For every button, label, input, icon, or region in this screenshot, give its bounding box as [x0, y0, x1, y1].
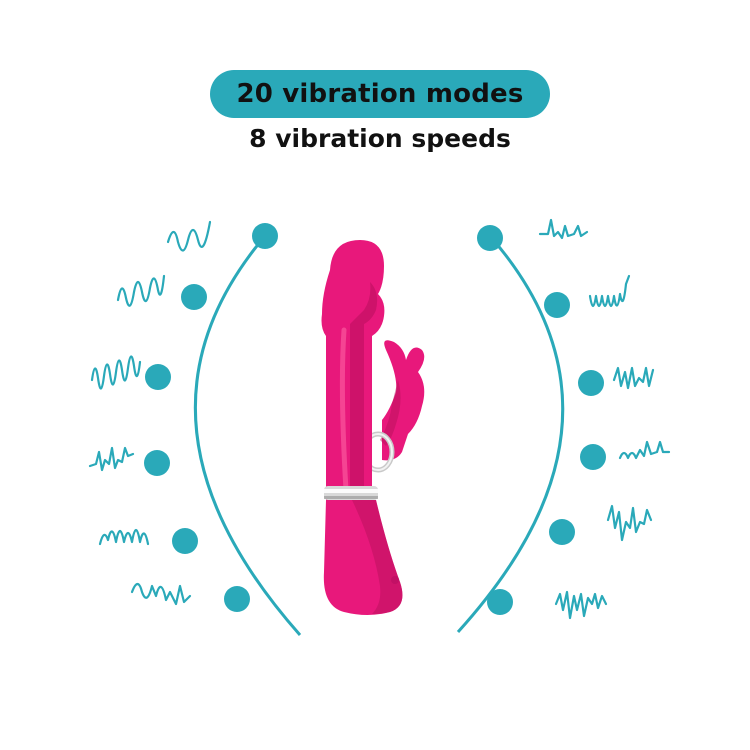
circle-node-icon [224, 586, 250, 612]
right-arc [456, 235, 565, 634]
waveform-icon [88, 446, 135, 472]
circle-node-icon [144, 450, 170, 476]
waveform-icon [116, 274, 166, 307]
circle-node-icon [580, 444, 606, 470]
circle-node-icon [549, 519, 575, 545]
waveform-icon [538, 218, 589, 240]
waveform-icon [588, 274, 631, 308]
speeds-label: 8 vibration speeds [249, 124, 511, 153]
circle-node-icon [145, 364, 171, 390]
circle-node-icon [477, 225, 503, 251]
circle-node-icon [487, 589, 513, 615]
waveform-icon [554, 590, 608, 620]
circle-node-icon [544, 292, 570, 318]
waveform-icon [130, 582, 192, 606]
waveform-icon [618, 440, 671, 460]
circle-node-icon [172, 528, 198, 554]
rabbit-vibrator-icon [321, 240, 425, 615]
waveform-icon [606, 504, 653, 542]
left-arc [193, 235, 302, 636]
waveform-icon [90, 355, 142, 390]
waveform-icon [166, 220, 212, 252]
circle-node-icon [578, 370, 604, 396]
circle-node-icon [252, 223, 278, 249]
circle-node-icon [181, 284, 207, 310]
waveform-icon [612, 366, 655, 390]
modes-badge-label: 20 vibration modes [236, 79, 524, 109]
waveform-icon [98, 528, 150, 546]
modes-badge: 20 vibration modes [210, 70, 550, 118]
